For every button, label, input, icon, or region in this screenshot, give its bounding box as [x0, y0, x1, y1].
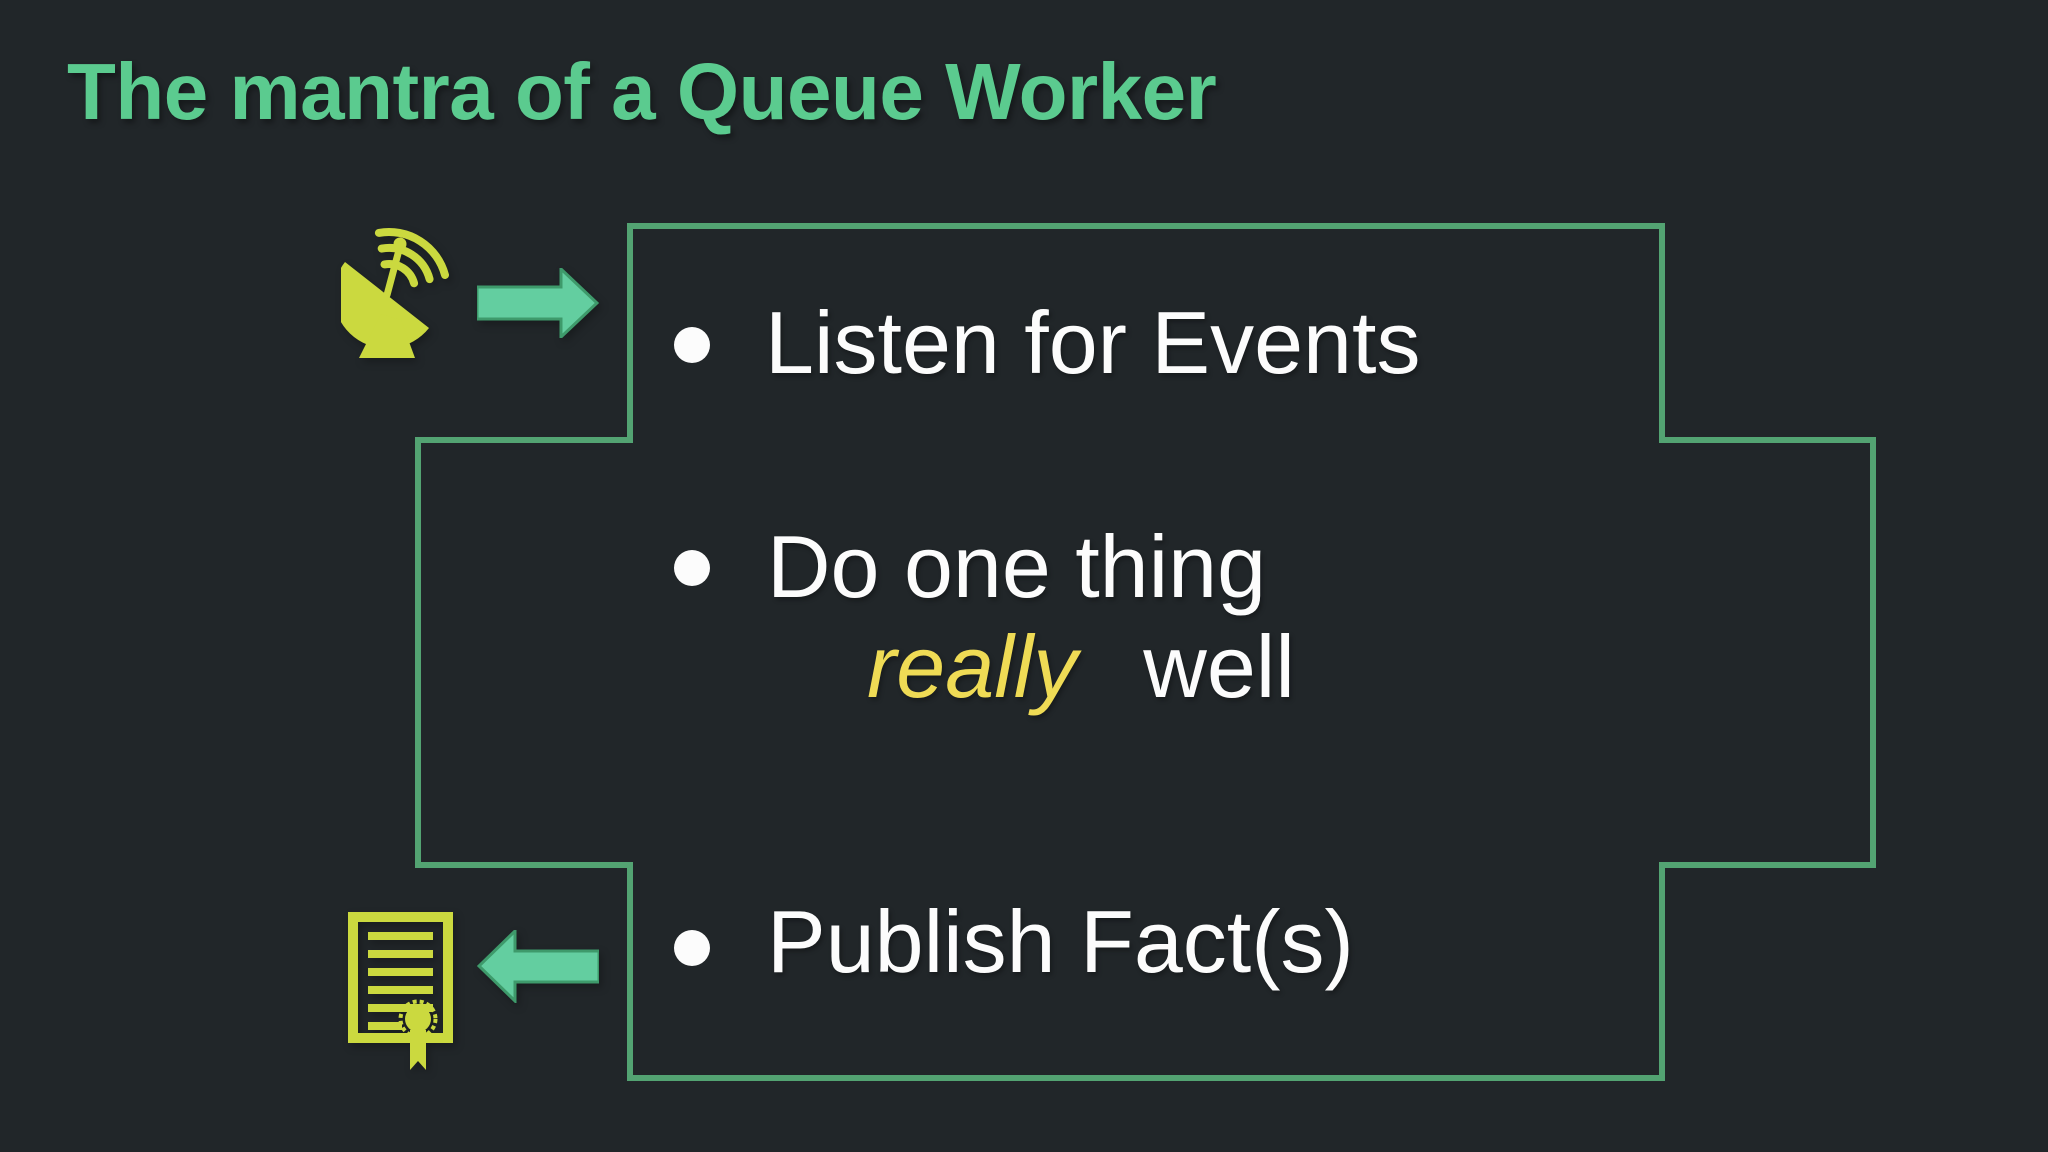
- certificate-icon: [348, 912, 453, 1070]
- radio-waves-icon: [374, 228, 449, 288]
- ribbon-seal: [398, 999, 438, 1070]
- dish-body: [341, 237, 429, 358]
- bullet-publish-facts: Publish Fact(s): [767, 892, 1354, 991]
- bullet-dot: [674, 550, 710, 586]
- bullet-listen-for-events: Listen for Events: [765, 293, 1421, 392]
- bullet-dot: [674, 930, 710, 966]
- box-border-path: [415, 223, 1876, 1081]
- emphasis-really: really: [867, 617, 1078, 716]
- document-frame: [348, 912, 453, 1043]
- bullet-dot: [674, 327, 710, 363]
- slide-title: The mantra of a Queue Worker: [67, 47, 1217, 136]
- arrow-right-icon: [477, 268, 599, 338]
- arrow-left-icon: [477, 930, 599, 1003]
- text-well: well: [1143, 617, 1295, 716]
- document-text-lines: [368, 932, 433, 1030]
- bullet-do-one-thing: Do one thing: [767, 517, 1267, 616]
- satellite-dish-icon: [341, 228, 449, 358]
